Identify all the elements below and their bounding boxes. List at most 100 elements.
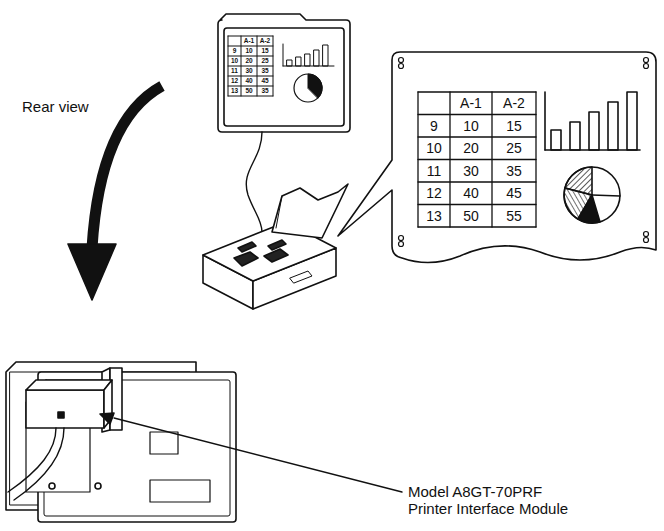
table-cell: 50 — [450, 205, 492, 228]
table-cell: 12 — [228, 76, 241, 86]
part-label: Model A8GT-70PRF Printer Interface Modul… — [408, 478, 580, 522]
printout-bubble-part — [551, 130, 561, 150]
printout-bubble-part — [578, 195, 600, 223]
table-cell: 35 — [257, 66, 273, 76]
printout-bubble-part-part — [418, 159, 536, 160]
leader-line-part — [114, 418, 402, 492]
display-unit-part-part — [273, 36, 274, 96]
printout-bubble-part-part — [399, 242, 404, 247]
table-cell: A-1 — [450, 92, 492, 115]
table-cell: 10 — [228, 56, 241, 66]
printout-bubble-part-part — [399, 236, 404, 241]
display-unit-part — [218, 14, 350, 132]
table-cell: 55 — [492, 205, 536, 228]
printer-part — [234, 252, 258, 266]
display-unit-part — [224, 28, 344, 126]
display-unit-part — [323, 45, 328, 66]
printer-part — [268, 240, 286, 250]
display-unit-part — [308, 74, 322, 98]
table-cell: 15 — [257, 46, 273, 56]
display-unit-part-part — [228, 96, 273, 97]
table-cell: 13 — [418, 205, 450, 228]
printout-bubble-part — [418, 92, 536, 227]
display-unit-part-part — [228, 66, 273, 67]
rear-view-unit-part — [95, 483, 101, 489]
table-cell: 25 — [257, 56, 273, 66]
illustration-part — [6, 14, 656, 522]
display-unit-part — [294, 74, 322, 102]
printout-bubble-part-part — [418, 226, 536, 227]
rear-view-unit-part — [58, 412, 64, 418]
table-cell: 45 — [257, 76, 273, 86]
rear-view-unit-part — [150, 480, 210, 502]
display-unit-part-part — [228, 36, 229, 96]
table-cell: 12 — [418, 182, 450, 205]
rear-view-unit — [6, 362, 236, 522]
table-cell: 9 — [418, 115, 450, 138]
rear-view-arrow — [68, 86, 162, 300]
table-cell: 10 — [241, 46, 257, 56]
printout-bubble-part — [627, 92, 637, 150]
printout-bubble-part-part — [417, 92, 418, 227]
display-unit-part — [287, 60, 292, 66]
table-cell: 11 — [228, 66, 241, 76]
table-cell: A-2 — [492, 92, 536, 115]
rear-view-unit-part — [26, 390, 104, 428]
table-cell: 20 — [450, 137, 492, 160]
rear-view-unit-part — [14, 428, 64, 500]
table-cell: 13 — [228, 86, 241, 96]
table-cell: 45 — [492, 182, 536, 205]
table-cell: 9 — [228, 46, 241, 56]
rear-view-unit-part — [26, 380, 112, 390]
module-cable — [8, 428, 56, 492]
printout-bubble-part-part — [418, 181, 536, 182]
printer-part — [238, 242, 256, 252]
printer-part — [272, 184, 348, 238]
printout-bubble-part-part — [418, 136, 536, 137]
table-cell: A-1 — [241, 36, 257, 46]
display-unit-part-part — [228, 76, 273, 77]
display-unit-part — [305, 54, 310, 66]
table-cell: 11 — [418, 160, 450, 183]
table-cell: 20 — [241, 56, 257, 66]
printer-part — [290, 271, 312, 283]
rear-view-arrow-part — [92, 86, 162, 248]
printout-bubble-part — [544, 92, 546, 150]
rear-view-unit-part — [150, 432, 178, 454]
table-cell: 25 — [492, 137, 536, 160]
printout-bubble-part — [608, 102, 618, 150]
printout-bubble-part-part — [399, 64, 404, 69]
table-cell: 30 — [450, 160, 492, 183]
printout-bubble-part-part — [418, 204, 536, 205]
printout-bubble-part-part — [644, 238, 649, 243]
display-unit — [218, 14, 350, 132]
printout-bubble-part-part — [418, 114, 536, 115]
display-unit-part-part — [228, 56, 273, 57]
table-cell: 35 — [492, 160, 536, 183]
printout-bubble-part — [338, 52, 656, 263]
printer-cable — [246, 132, 262, 232]
display-unit-part — [314, 50, 319, 66]
leader-line — [100, 413, 402, 492]
display-unit-part-part — [228, 46, 273, 47]
printout-bubble-part-part — [644, 58, 649, 63]
printout-bubble — [338, 52, 656, 263]
view-label: Rear view — [22, 96, 114, 118]
printout-bubble-part-part — [399, 58, 404, 63]
display-unit-part — [296, 57, 301, 66]
table-cell: 40 — [241, 76, 257, 86]
table-cell: A-2 — [257, 36, 273, 46]
printout-bubble-part-part — [449, 92, 450, 227]
display-unit-part-part — [228, 36, 273, 37]
table-cell: 50 — [241, 86, 257, 96]
table-cell: 40 — [450, 182, 492, 205]
display-unit-part — [283, 44, 284, 66]
printout-bubble-part-part — [535, 92, 536, 227]
table-cell: 35 — [257, 86, 273, 96]
printout-bubble-part-part — [491, 92, 492, 227]
printer-part — [264, 249, 288, 262]
table-cell: 30 — [241, 66, 257, 76]
printout-bubble-part — [399, 58, 649, 247]
printout-bubble-part — [589, 112, 599, 150]
